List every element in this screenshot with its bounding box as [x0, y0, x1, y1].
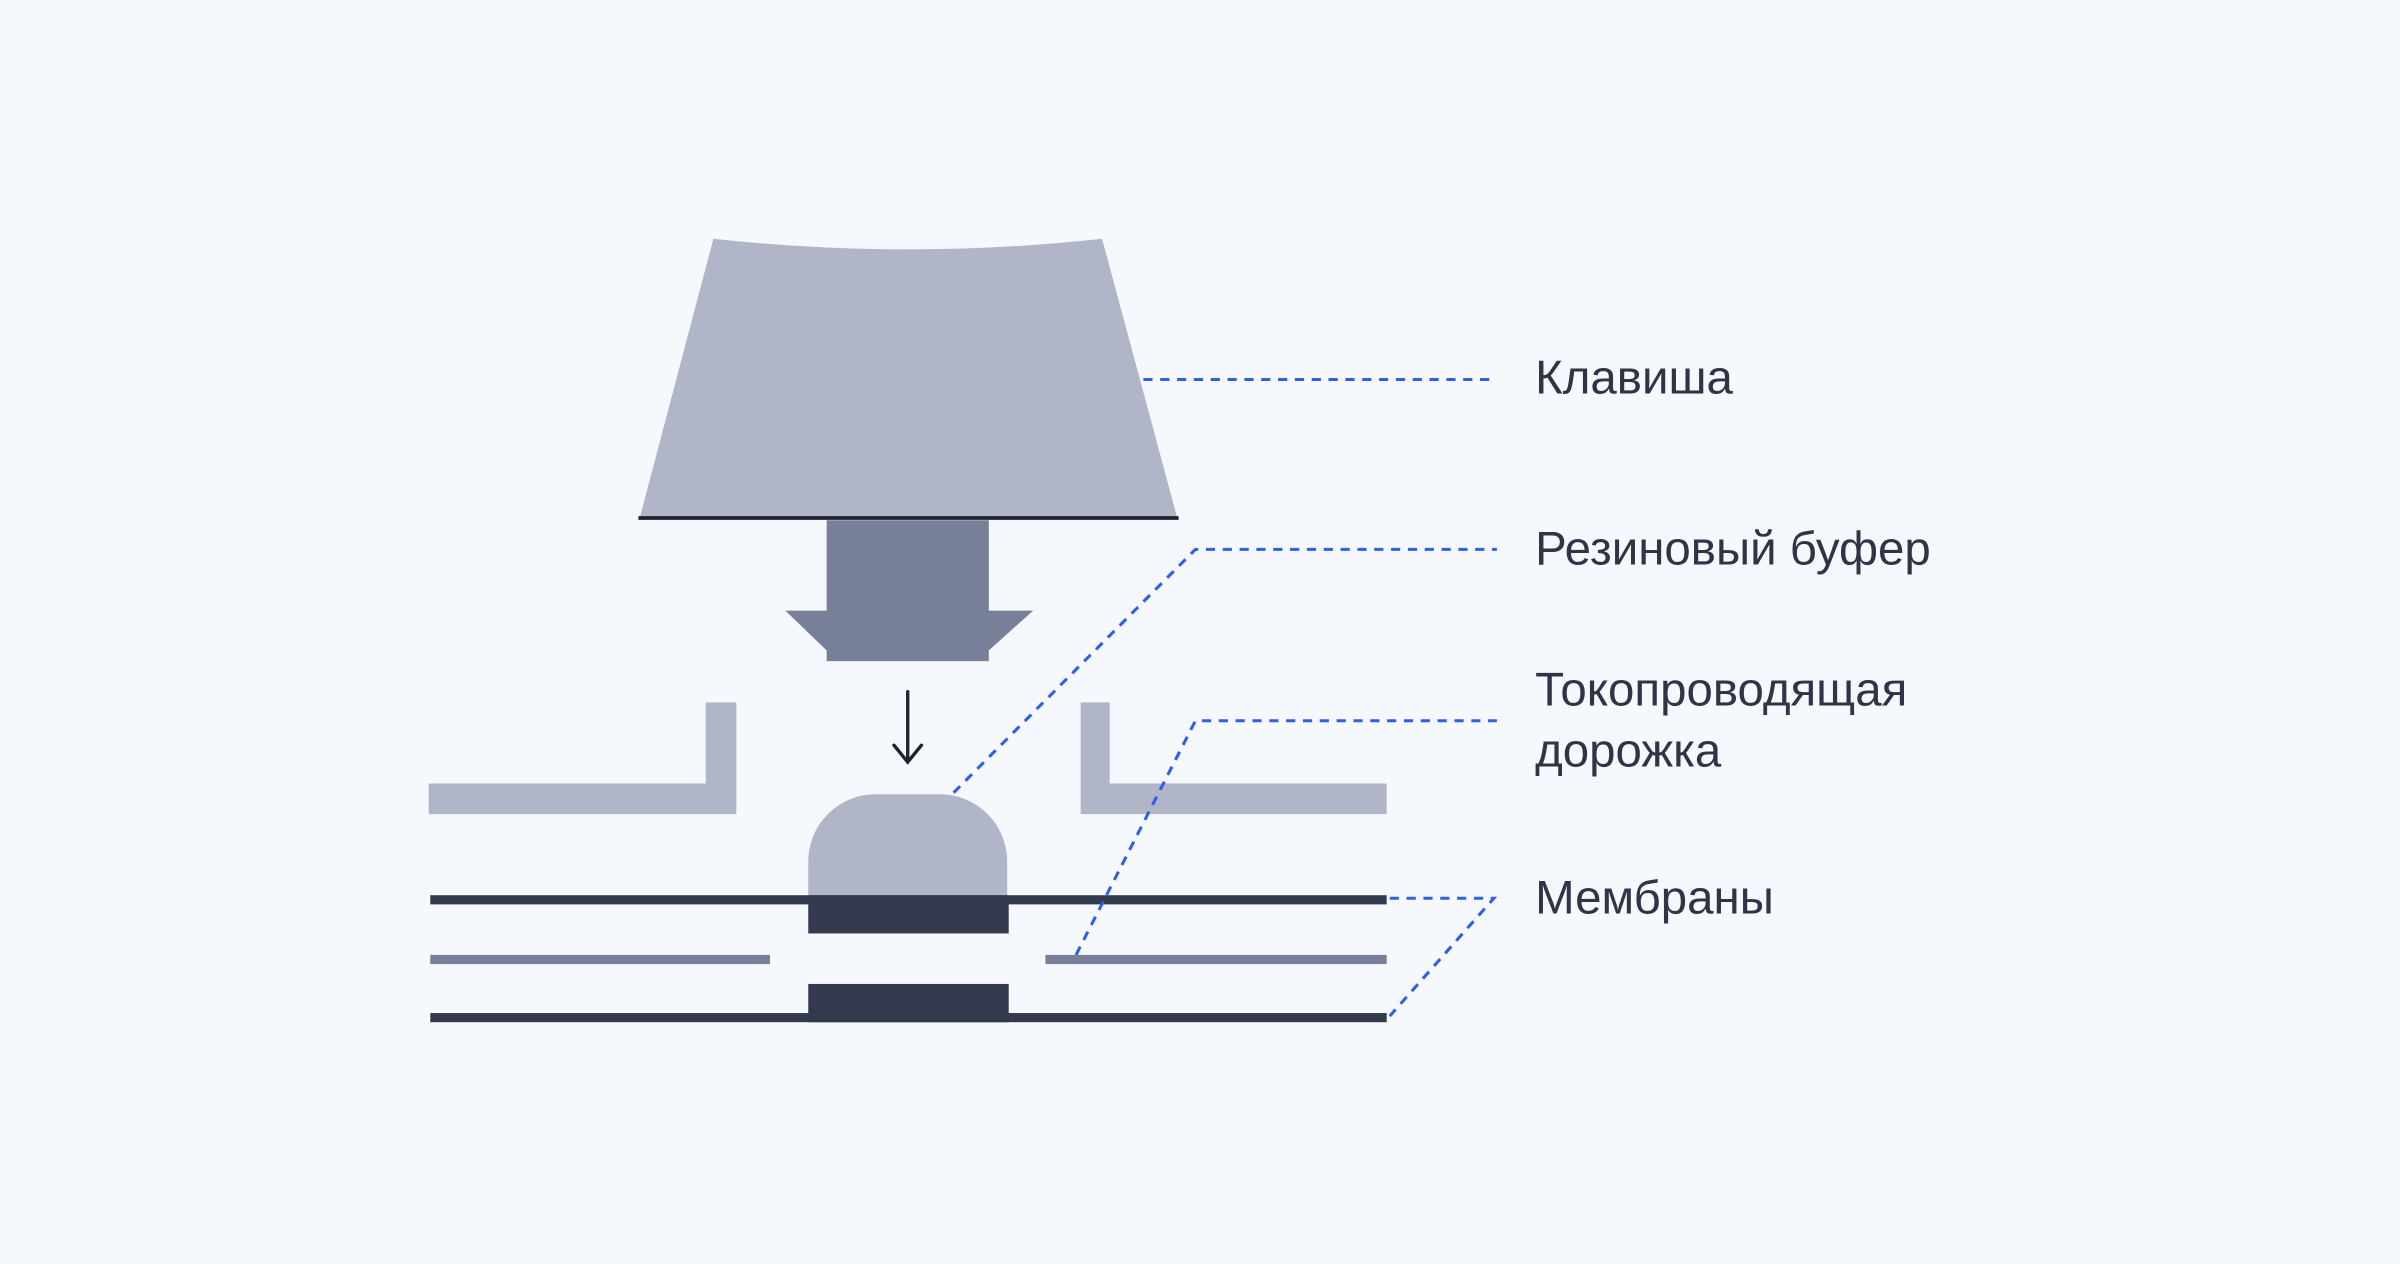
key-cap	[639, 238, 1178, 518]
housing-right	[1080, 702, 1387, 815]
label-rubber-buffer: Резиновый буфер	[1535, 523, 1931, 576]
top-membrane-contact	[808, 895, 1009, 934]
label-conductive-track-line1: Токопроводящая	[1535, 663, 1907, 716]
housing-left	[428, 702, 737, 815]
key-stem	[785, 520, 1034, 662]
label-conductive-track-line2: дорожка	[1535, 725, 1722, 778]
leader-rubber-buffer	[952, 547, 1497, 794]
arrow-down-icon	[892, 689, 924, 765]
conductive-trace-left	[430, 954, 770, 965]
label-key: Клавиша	[1535, 351, 1733, 404]
leader-membranes	[1388, 896, 1498, 1018]
label-membranes: Мембраны	[1535, 872, 1774, 925]
conductive-trace-right	[1045, 954, 1387, 965]
bottom-membrane	[430, 1013, 1387, 1023]
rubber-dome	[808, 794, 1008, 896]
leader-conductive-track	[1074, 719, 1497, 956]
